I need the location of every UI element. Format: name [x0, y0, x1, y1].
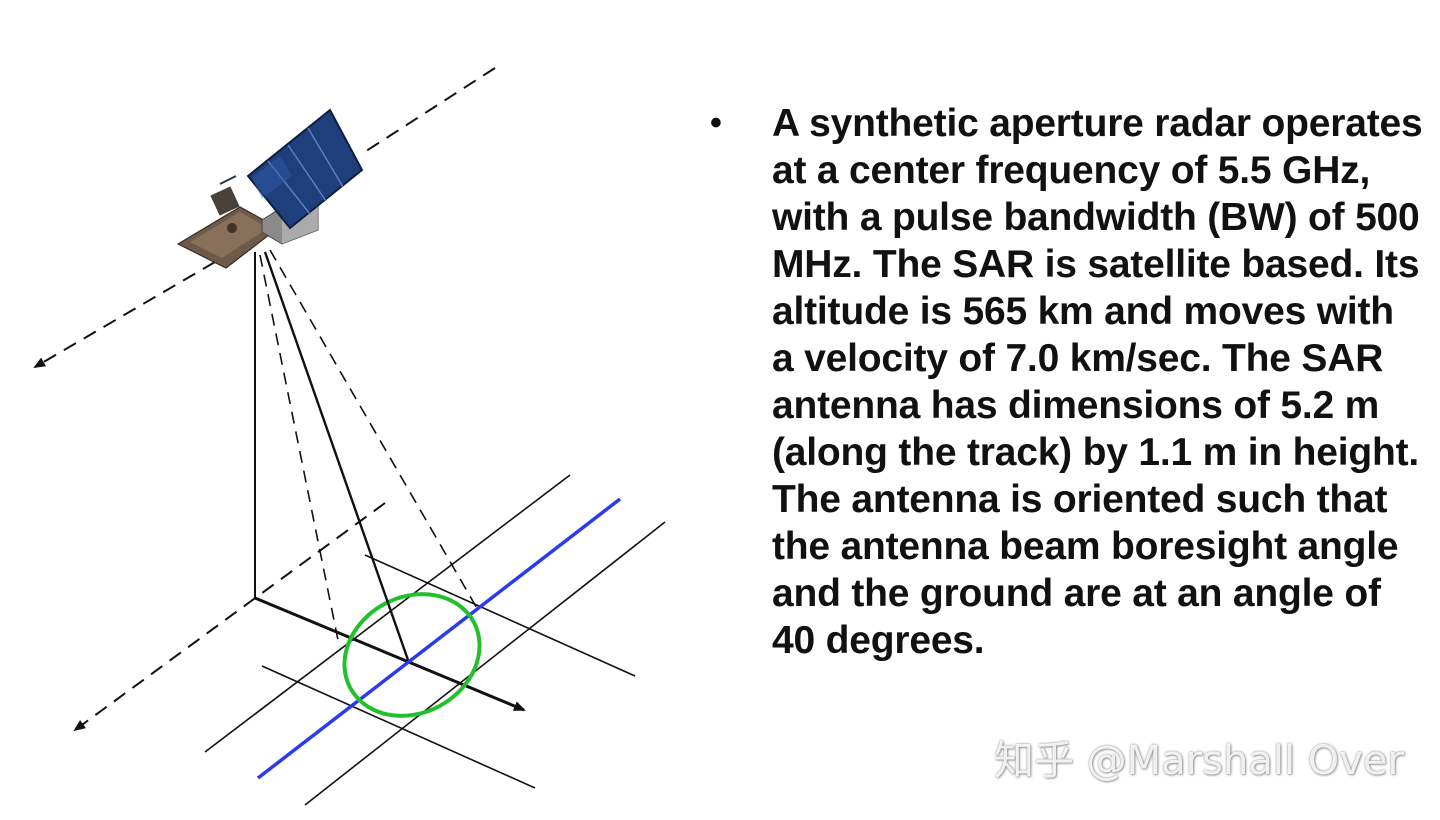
blue-ground-line: [256, 497, 622, 780]
grid-line: [364, 554, 636, 677]
grid-line: [204, 474, 571, 753]
beam-footprint: [342, 592, 482, 718]
flight-path-lower: [33, 261, 216, 369]
bullet-marker: •: [710, 104, 722, 142]
grid-line: [304, 521, 666, 806]
beam-edge-far: [269, 249, 479, 611]
grid-line: [261, 665, 536, 789]
watermark: 知乎 @Marshall Over: [993, 738, 1404, 784]
boresight-line: [263, 251, 410, 661]
beam-edge-near: [259, 254, 339, 641]
problem-text: A synthetic aperture radar operates at a…: [772, 102, 1423, 662]
ground-track-projection: [73, 502, 386, 732]
satellite-icon: [176, 108, 364, 269]
range-direction-arrow: [254, 596, 526, 712]
flight-path-upper: [359, 67, 496, 156]
sar-geometry-diagram: [33, 67, 666, 806]
problem-statement: • A synthetic aperture radar operates at…: [708, 100, 1424, 664]
